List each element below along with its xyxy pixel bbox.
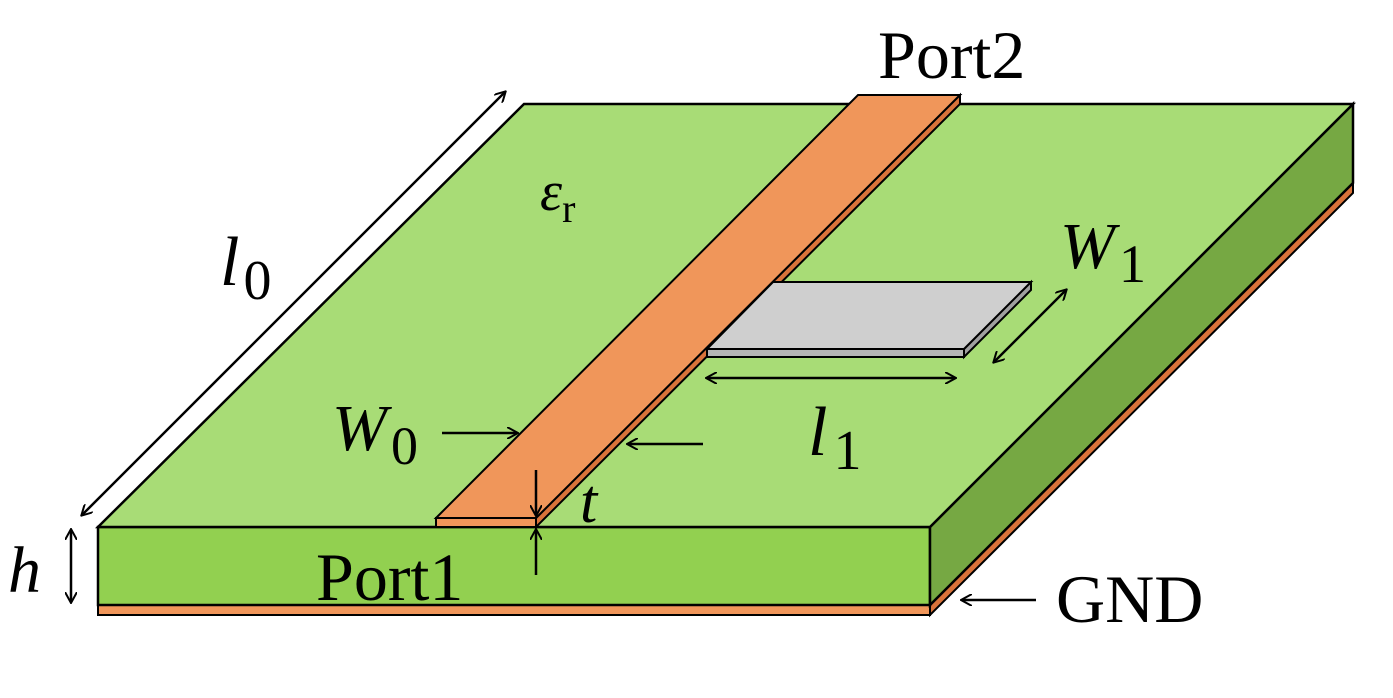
w0-subscript: 0 (391, 416, 418, 476)
w0-label: W0 (332, 392, 418, 476)
l0-dimension-arrow (82, 92, 505, 515)
w1-main: W (1060, 210, 1120, 283)
l1-subscript: 1 (833, 420, 861, 482)
l0-subscript: 0 (243, 250, 271, 312)
l1-main: l (808, 394, 827, 471)
substrate-front-face (96, 525, 932, 607)
l0-main: l (220, 224, 239, 301)
port1-label: Port1 (316, 539, 463, 615)
w1-dimension-arrow (994, 290, 1066, 362)
t-label: t (580, 468, 599, 536)
epsilon-subscript: r (562, 186, 575, 231)
port2-label: Port2 (878, 17, 1025, 93)
w1-subscript: 1 (1119, 234, 1146, 294)
h-label: h (8, 534, 41, 607)
w0-main: W (332, 392, 392, 465)
ground-plane-front (97, 604, 931, 616)
microstrip-line-top (433, 94, 963, 519)
stub-front (706, 348, 965, 358)
gnd-label: GND (1056, 561, 1203, 637)
epsilon-symbol: ε (540, 161, 563, 223)
w1-label: W1 (1060, 210, 1146, 294)
microstrip-line-front (435, 517, 537, 528)
stub-top (704, 281, 1034, 350)
epsilon-r-label: εr (540, 161, 575, 231)
l0-label: l0 (220, 224, 271, 312)
